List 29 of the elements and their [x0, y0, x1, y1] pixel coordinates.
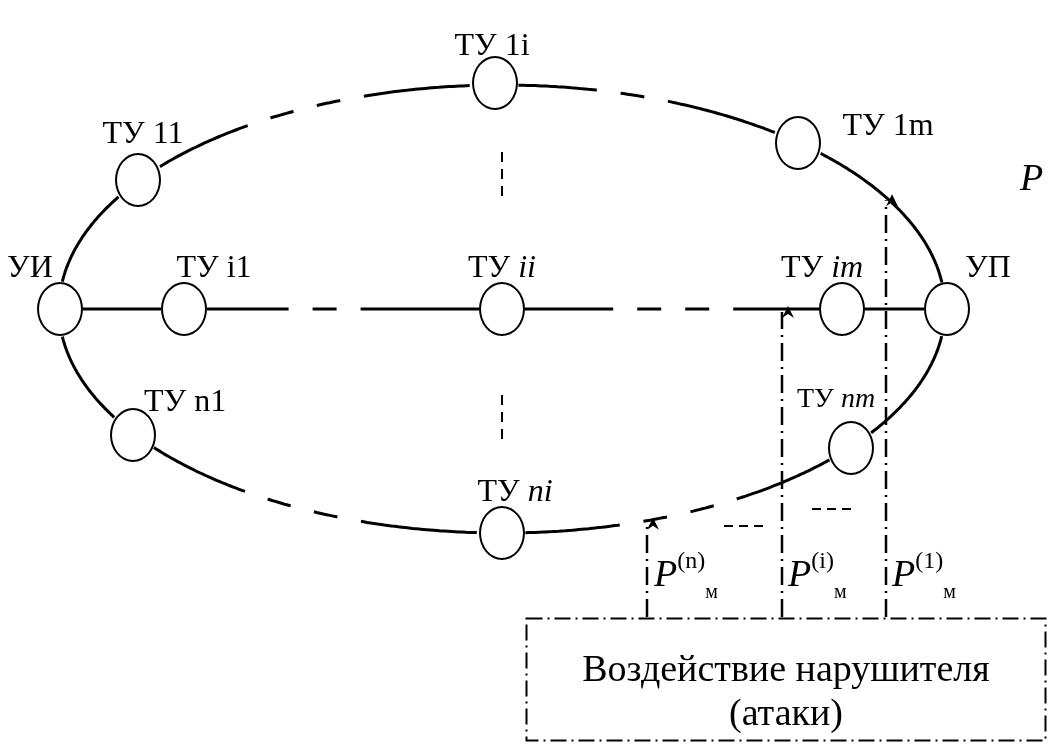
connector-line	[525, 307, 819, 311]
connector-line	[60, 336, 116, 419]
node-label: ТУ n1	[144, 384, 227, 416]
connector-line	[153, 446, 477, 535]
node-label: ТУ 1m	[842, 108, 934, 140]
node-label: ТУ ni	[477, 474, 553, 506]
node-label: ТУ ii	[468, 250, 536, 282]
connector-line	[60, 195, 120, 283]
connector-line	[525, 458, 831, 535]
node-label: УИ	[7, 250, 53, 282]
variable-label: P	[1020, 158, 1044, 196]
attack-arrow	[780, 306, 794, 617]
connector-line	[159, 84, 470, 168]
connector-line	[83, 307, 161, 311]
connector-line	[207, 307, 479, 311]
node-label: УП	[965, 250, 1011, 282]
connector-line	[820, 152, 944, 283]
connector-line	[870, 335, 944, 435]
connector-line	[865, 307, 924, 311]
attack-arrow	[645, 517, 659, 617]
node-label: ТУ 11	[102, 116, 184, 148]
node-label: ТУ nm	[797, 384, 876, 412]
node-label: ТУ 1i	[454, 28, 530, 60]
node-label: ТУ i1	[176, 250, 252, 282]
box-text: Воздействие нарушителя (атаки)	[581, 647, 991, 735]
connector-line	[518, 83, 776, 134]
attack-box	[525, 617, 1047, 742]
attack-arrow	[884, 194, 898, 617]
node-label: ТУ im	[781, 250, 864, 282]
